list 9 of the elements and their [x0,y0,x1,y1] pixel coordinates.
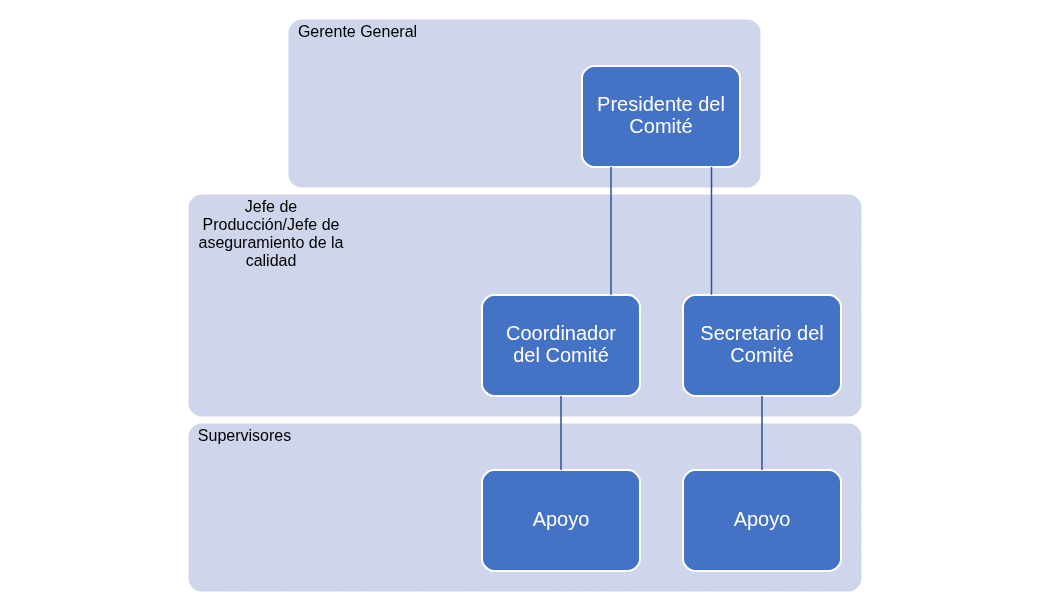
connector [559,395,562,471]
node-box: Apoyo [480,469,641,572]
connector [609,166,612,296]
connector [710,166,712,296]
connector [760,395,763,471]
node-box: Apoyo [681,469,842,572]
node-box: Coordinador del Comité [480,294,641,397]
node-box: Presidente del Comité [580,65,741,168]
node-box: Secretario del Comité [681,294,842,397]
